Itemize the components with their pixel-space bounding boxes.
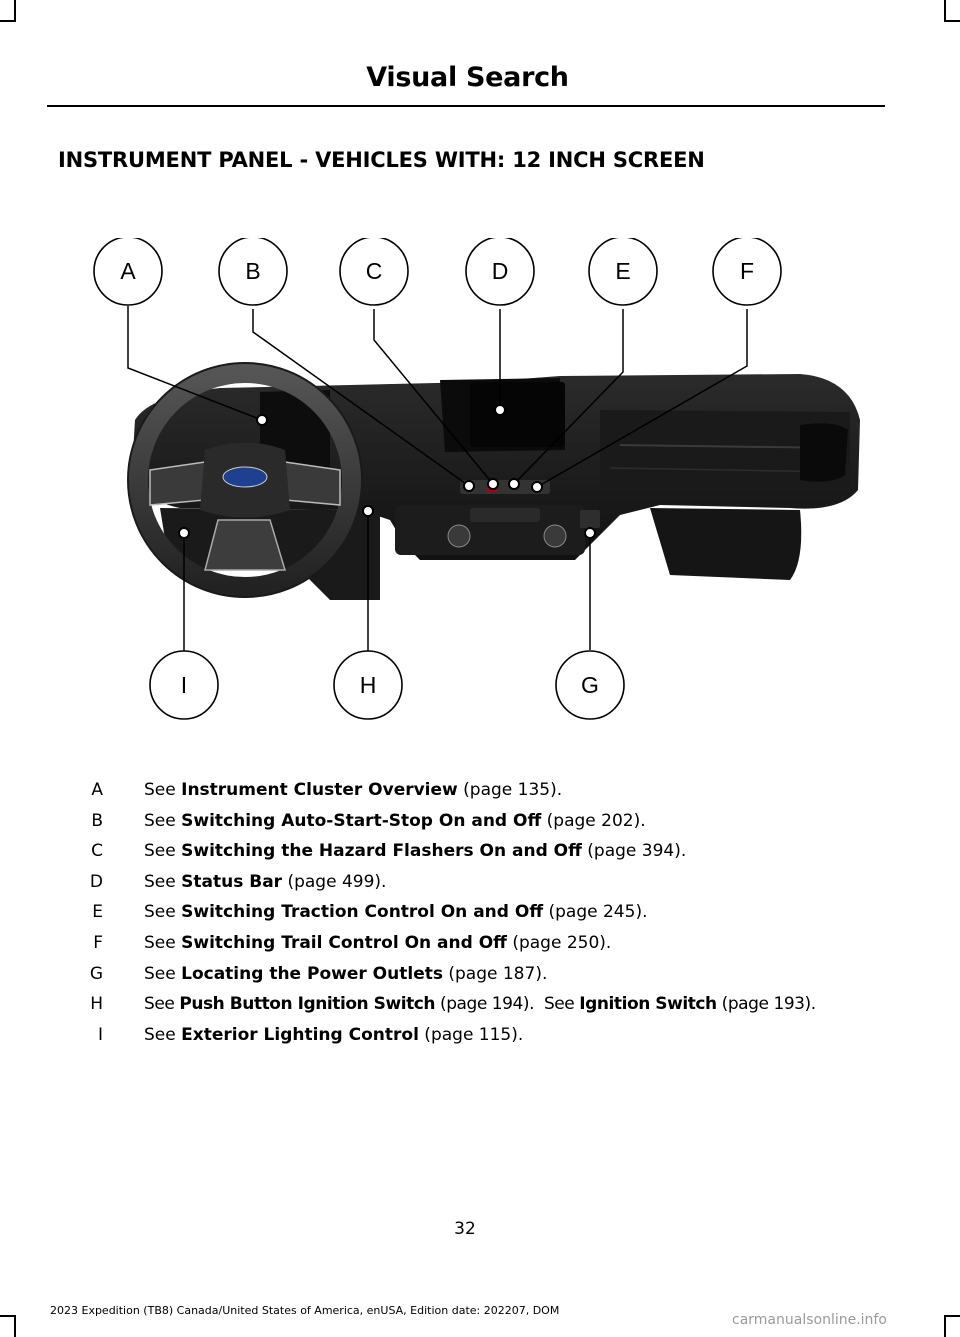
callout-a-label: A <box>120 258 136 284</box>
callout-legend: A See Instrument Cluster Overview (page … <box>60 775 900 1050</box>
legend-prefix: See <box>144 810 182 831</box>
legend-page-ref: (page 202). <box>541 810 646 831</box>
legend-link[interactable]: Switching Trail Control On and Off <box>181 932 507 953</box>
legend-text: See Switching the Hazard Flashers On and… <box>144 836 686 866</box>
legend-link[interactable]: Instrument Cluster Overview <box>181 780 458 800</box>
callout-h-bubble <box>333 650 403 720</box>
callout-i-label: I <box>181 672 187 698</box>
legend-prefix: See <box>144 902 182 923</box>
legend-row-b: B See Switching Auto-Start-Stop On and O… <box>60 806 900 837</box>
legend-text: See Switching Auto-Start-Stop On and Off… <box>144 806 646 836</box>
legend-link[interactable]: Switching the Hazard Flashers On and Off <box>181 841 582 862</box>
center-screen <box>470 382 565 447</box>
steering-wheel <box>127 362 363 598</box>
legend-link[interactable]: Switching Auto-Start-Stop On and Off <box>181 810 542 831</box>
crop-mark <box>0 20 15 22</box>
callout-f-label: F <box>740 258 754 284</box>
instrument-panel-illustration: A B C D E F G H I <box>93 236 860 720</box>
legend-prefix: See <box>144 994 180 1015</box>
legend-row-h: H See Push Button Ignition Switch (page … <box>60 989 900 1020</box>
legend-key: B <box>91 810 103 831</box>
legend-row-d: D See Status Bar (page 499). <box>60 867 900 898</box>
legend-prefix: See <box>144 932 182 953</box>
legend-page-ref: (page 193). <box>716 994 816 1015</box>
legend-text: See Switching Trail Control On and Off (… <box>144 928 611 958</box>
legend-page-ref: (page 499). <box>282 871 387 892</box>
crop-mark <box>14 1315 16 1337</box>
legend-page-ref: (page 245). <box>543 902 648 923</box>
legend-prefix: See <box>144 841 182 862</box>
legend-page-ref: (page 194). <box>435 994 535 1015</box>
legend-page-ref: (page 115). <box>418 1024 524 1045</box>
legend-text: See Exterior Lighting Control (page 115)… <box>144 1020 523 1050</box>
page-number: 32 <box>454 1219 476 1239</box>
page-footer: 2023 Expedition (TB8) Canada/United Stat… <box>50 1304 560 1317</box>
legend-text: See Instrument Cluster Overview (page 13… <box>144 775 562 805</box>
legend-row-e: E See Switching Traction Control On and … <box>60 897 900 928</box>
legend-page-ref: (page 187). <box>442 963 548 984</box>
ford-logo-icon <box>222 466 268 488</box>
callout-c-label: C <box>366 258 383 284</box>
callout-g-bubble <box>555 650 625 720</box>
legend-row-i: I See Exterior Lighting Control (page 11… <box>60 1020 900 1051</box>
legend-page-ref: (page 135). <box>457 780 563 800</box>
legend-prefix: See <box>144 780 182 800</box>
legend-key: I <box>97 1024 103 1045</box>
legend-row-a: A See Instrument Cluster Overview (page … <box>60 775 900 806</box>
legend-link[interactable]: Switching Traction Control On and Off <box>181 902 544 923</box>
legend-key: E <box>92 902 103 923</box>
legend-text: See Locating the Power Outlets (page 187… <box>144 959 547 989</box>
callout-e-label: E <box>615 258 630 284</box>
legend-text: See Switching Traction Control On and Of… <box>144 897 647 927</box>
legend-row-g: G See Locating the Power Outlets (page 1… <box>60 959 900 990</box>
instrument-panel-figure: A B C D E F G H I <box>85 236 880 723</box>
legend-key: A <box>91 780 103 800</box>
page-header-title: Visual Search <box>366 62 569 93</box>
crop-mark <box>0 1315 15 1317</box>
legend-text: See Status Bar (page 499). <box>144 867 386 897</box>
callout-g-label: G <box>581 672 599 698</box>
section-title: INSTRUMENT PANEL - VEHICLES WITH: 12 INC… <box>58 148 705 172</box>
legend-key: H <box>90 994 103 1015</box>
callout-i-bubble <box>149 650 219 720</box>
legend-prefix: See <box>534 994 580 1015</box>
legend-text: See Push Button Ignition Switch (page 19… <box>144 989 816 1019</box>
callout-h-label: H <box>360 672 377 698</box>
legend-key: F <box>93 932 103 953</box>
legend-link[interactable]: Push Button Ignition Switch <box>179 994 436 1015</box>
legend-key: C <box>91 841 103 862</box>
watermark: carmanualsonline.info <box>732 1312 887 1328</box>
header-divider <box>47 105 885 107</box>
legend-key: G <box>89 963 103 984</box>
legend-page-ref: (page 250). <box>506 932 612 953</box>
legend-link[interactable]: Status Bar <box>181 871 283 892</box>
legend-row-c: C See Switching the Hazard Flashers On a… <box>60 836 900 867</box>
callout-bubbles <box>93 236 782 720</box>
callout-endpoints <box>178 404 596 539</box>
legend-key: D <box>89 871 103 892</box>
callout-leader-lines <box>127 306 748 653</box>
legend-prefix: See <box>144 963 182 984</box>
legend-page-ref: (page 394). <box>581 841 687 862</box>
legend-prefix: See <box>144 1024 182 1045</box>
legend-link[interactable]: Exterior Lighting Control <box>181 1024 419 1045</box>
crop-mark <box>14 0 16 22</box>
callout-d-label: D <box>492 258 509 284</box>
legend-link[interactable]: Ignition Switch <box>579 994 717 1015</box>
crop-mark <box>944 1315 946 1337</box>
legend-row-f: F See Switching Trail Control On and Off… <box>60 928 900 959</box>
crop-mark <box>945 20 960 22</box>
crop-mark <box>944 0 946 22</box>
callout-b-label: B <box>245 258 260 284</box>
legend-link[interactable]: Locating the Power Outlets <box>181 963 443 984</box>
crop-mark <box>945 1315 960 1317</box>
legend-prefix: See <box>144 871 182 892</box>
